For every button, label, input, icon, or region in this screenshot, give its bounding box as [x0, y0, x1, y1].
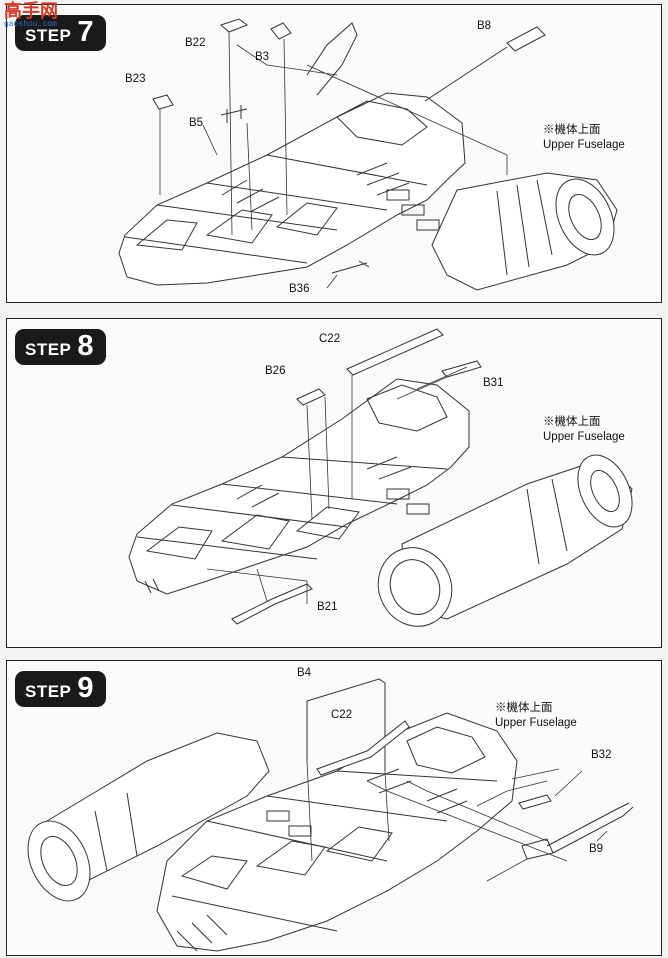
- part-label-b3: B3: [255, 51, 270, 63]
- upper-fuselage-note: ※機体上面 Upper Fuselage: [495, 701, 577, 731]
- part-label-b4: B4: [297, 667, 312, 679]
- part-label-b26: B26: [265, 365, 286, 377]
- part-label-b36: B36: [289, 283, 310, 295]
- part-label-b21: B21: [317, 601, 338, 613]
- part-label-b22: B22: [185, 37, 206, 49]
- part-label-b9: B9: [589, 843, 604, 855]
- step-number: 7: [77, 16, 94, 48]
- step-label: STEP: [25, 26, 72, 45]
- note-japanese: ※機体上面: [543, 124, 601, 136]
- note-english: Upper Fuselage: [543, 139, 625, 151]
- step-8-badge: STEP 8: [15, 329, 106, 365]
- part-label-b32: B32: [591, 749, 612, 761]
- step-8-panel: STEP 8 C22 B26 B31 B21 ※機体上面 Upper Fusel…: [6, 318, 662, 648]
- upper-fuselage-note: ※機体上面 Upper Fuselage: [543, 415, 625, 445]
- watermark-logo-text: 高手网: [4, 1, 58, 21]
- part-label-c22: C22: [319, 333, 341, 345]
- step-9-badge: STEP 9: [15, 671, 106, 707]
- part-label-b31: B31: [483, 377, 504, 389]
- step-number: 8: [77, 330, 94, 362]
- upper-fuselage-note: ※機体上面 Upper Fuselage: [543, 123, 625, 153]
- note-japanese: ※機体上面: [495, 702, 553, 714]
- part-label-b8: B8: [477, 20, 492, 32]
- step-number: 9: [77, 672, 94, 704]
- step-7-badge: STEP 7: [15, 15, 106, 51]
- step-label: STEP: [25, 340, 72, 359]
- part-label-b5: B5: [189, 117, 204, 129]
- site-watermark: 高手网 gaoshou.com: [4, 2, 58, 29]
- part-label-c22: C22: [331, 709, 353, 721]
- note-english: Upper Fuselage: [495, 717, 577, 729]
- step-9-assembly-drawing: [27, 678, 634, 952]
- watermark-url-text: gaoshou.com: [4, 20, 57, 29]
- step-label: STEP: [25, 682, 72, 701]
- note-japanese: ※機体上面: [543, 416, 601, 428]
- step-7-panel: STEP 7 B22 B3 B8 B23 B5 B36 ※機体上面 Upper …: [6, 4, 662, 303]
- step-9-panel: STEP 9 B4 C22 B32 B9 ※機体上面 Upper Fuselag…: [6, 660, 662, 956]
- step-8-assembly-drawing: [128, 328, 633, 627]
- note-english: Upper Fuselage: [543, 431, 625, 443]
- part-label-b23: B23: [125, 73, 146, 85]
- step-7-assembly-drawing: [118, 18, 618, 291]
